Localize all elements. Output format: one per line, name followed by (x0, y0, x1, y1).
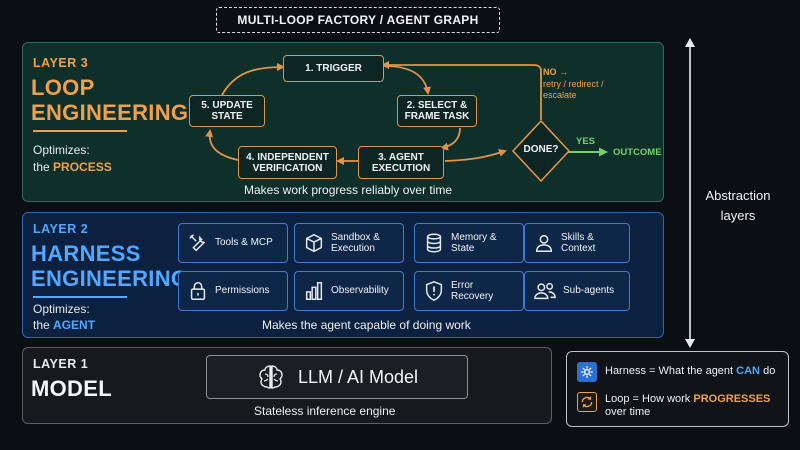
layer3-caption: Makes work progress reliably over time (244, 183, 453, 197)
gear-icon (577, 362, 597, 382)
layer3-optimizes-label: Optimizes: (33, 143, 90, 157)
layer2-optimizes-label: Optimizes: (33, 302, 90, 316)
layer1-tag: LAYER 1 (33, 357, 89, 371)
legend-harness-prefix: Harness = What the agent (605, 365, 734, 377)
legend-loop-row: Loop = How work PROGRESSES over time (577, 392, 770, 419)
bar-chart-icon (305, 282, 323, 300)
abstraction-arrow (685, 38, 695, 348)
card-memory-state: Memory & State (414, 223, 524, 263)
layer2-optimizes-value: the AGENT (33, 318, 95, 333)
arrow-trigger-to-select (384, 65, 431, 95)
model-label: LLM / AI Model (297, 366, 419, 387)
node-update-state: 5. UPDATE STATE (189, 95, 265, 127)
cube-icon (305, 233, 323, 253)
card-label: Sub-agents (563, 285, 615, 297)
layer3-tag: LAYER 3 (33, 56, 89, 70)
abstraction-label-line2: layers (720, 208, 756, 223)
legend-loop-suffix: over time (605, 406, 651, 418)
legend-loop-key: PROGRESSES (693, 393, 771, 405)
layer1-caption: Stateless inference engine (254, 404, 396, 418)
done-label: DONE? (523, 144, 559, 155)
card-tools-mcp: Tools & MCP (178, 223, 288, 263)
brain-icon (259, 365, 283, 389)
abstraction-label-line1: Abstraction (705, 188, 771, 203)
layer3-underline (33, 130, 127, 132)
lock-icon (190, 282, 206, 300)
node-agent-execution: 3. AGENT EXECUTION (358, 146, 444, 179)
legend-harness-suffix: do (763, 365, 776, 377)
card-label: Skills & Context (561, 231, 596, 255)
arrow-execution-to-done (444, 149, 507, 162)
legend-loop-prefix: Loop = How work (605, 393, 691, 405)
card-label: Sandbox & Execution (331, 231, 380, 255)
card-label: Error Recovery (451, 279, 494, 303)
card-error-recovery: Error Recovery (414, 271, 524, 311)
arrow-select-to-execution (440, 127, 461, 151)
no-detail-line2: escalate (543, 90, 577, 100)
person-icon (535, 234, 553, 252)
done-diamond (511, 119, 571, 183)
legend-harness-row: Harness = What the agent CAN do (577, 362, 775, 382)
layer2-name-line2: ENGINEERING (31, 266, 189, 291)
card-sandbox-execution: Sandbox & Execution (294, 223, 404, 263)
layer3-the-label: the (33, 160, 50, 174)
legend-loop-text: Loop = How work PROGRESSES over time (605, 392, 770, 419)
layer2-caption: Makes the agent capable of doing work (262, 318, 471, 332)
layer3-focus: PROCESS (53, 160, 112, 174)
card-permissions: Permissions (178, 271, 288, 311)
node-trigger: 1. TRIGGER (283, 55, 384, 82)
card-label: Permissions (215, 285, 270, 297)
diagram-title: MULTI-LOOP FACTORY / AGENT GRAPH (216, 7, 500, 33)
layer2-name-line1: HARNESS (31, 241, 141, 266)
layer2-the-label: the (33, 318, 50, 332)
no-label: NO → (543, 67, 569, 77)
layer2-underline (33, 296, 127, 298)
layer3-name-line1: LOOP (31, 75, 95, 100)
layer2-tag: LAYER 2 (33, 222, 89, 236)
card-label: Observability (331, 285, 389, 297)
database-icon (426, 233, 442, 253)
arrow-no-to-trigger (381, 61, 542, 120)
card-label: Memory & State (451, 231, 497, 255)
node-select-frame-task: 2. SELECT & FRAME TASK (397, 95, 477, 127)
legend-harness-text: Harness = What the agent CAN do (605, 362, 775, 378)
outcome-label: OUTCOME (613, 147, 662, 158)
layer3-optimizes-value: the PROCESS (33, 160, 112, 175)
legend-harness-key: CAN (736, 365, 761, 377)
layer2-focus: AGENT (53, 318, 96, 332)
yes-label: YES (576, 136, 596, 147)
legend: Harness = What the agent CAN do Loop = H… (566, 351, 789, 427)
arrow-verification-to-update (205, 129, 239, 161)
card-label: Tools & MCP (215, 237, 273, 249)
card-sub-agents: Sub-agents (524, 271, 630, 311)
model-box: LLM / AI Model (206, 355, 468, 399)
arrow-update-to-trigger (221, 63, 285, 96)
card-skills-context: Skills & Context (524, 223, 630, 263)
abstraction-label: Abstraction layers (690, 186, 786, 226)
node-independent-verification: 4. INDEPENDENT VERIFICATION (238, 146, 337, 179)
users-icon (534, 282, 556, 300)
layer3-name-line2: ENGINEERING (31, 100, 189, 125)
card-observability: Observability (294, 271, 404, 311)
layer1-name: MODEL (31, 376, 112, 401)
no-detail-line1: retry / redirect / (543, 79, 604, 89)
tools-icon (189, 234, 205, 252)
shield-alert-icon (425, 281, 443, 301)
cycle-icon (577, 392, 597, 412)
